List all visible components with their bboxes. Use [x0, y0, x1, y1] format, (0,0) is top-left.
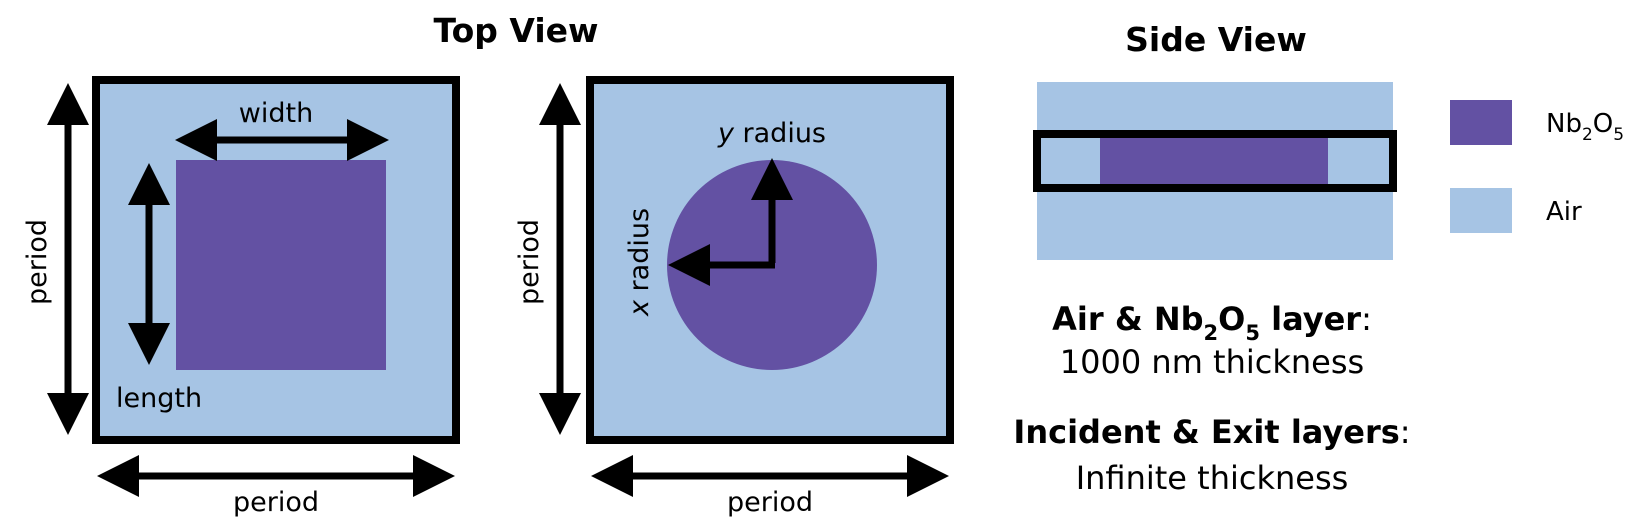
width-label: width	[239, 98, 313, 129]
rect-pillar	[176, 160, 386, 370]
period-horizontal-label-2: period	[727, 487, 813, 518]
side-view-nb2o5-layer	[1100, 137, 1328, 185]
side-view-stack	[1033, 82, 1397, 260]
legend-label-air: Air	[1546, 197, 1582, 227]
legend-swatch-nb2o5	[1450, 100, 1512, 145]
side-view-layer-outline	[1033, 130, 1397, 192]
top-view-title: Top View	[433, 11, 598, 50]
length-label: length	[116, 383, 202, 414]
period-vertical-label-2: period	[514, 219, 545, 305]
layer-thickness-value: 1000 nm thickness	[1060, 343, 1364, 381]
legend: Nb2O5 Air	[1450, 100, 1624, 233]
layer-notes: Air & Nb2O5 layer: 1000 nm thickness Inc…	[1013, 300, 1410, 497]
legend-label-nb2o5: Nb2O5	[1546, 109, 1624, 145]
incident-exit-heading: Incident & Exit layers:	[1013, 413, 1410, 451]
rect-unit-cell: width length period period	[22, 76, 460, 518]
x-radius-label: x radius	[624, 208, 655, 317]
layer-thickness-heading: Air & Nb2O5 layer:	[1052, 300, 1372, 345]
period-vertical-label: period	[22, 219, 53, 305]
incident-exit-value: Infinite thickness	[1076, 459, 1349, 497]
side-view-title: Side View	[1125, 20, 1307, 59]
ellipse-unit-cell: y radius x radius period period	[514, 76, 954, 518]
legend-swatch-air	[1450, 188, 1512, 233]
period-horizontal-label: period	[233, 487, 319, 518]
y-radius-label: y radius	[717, 118, 826, 149]
